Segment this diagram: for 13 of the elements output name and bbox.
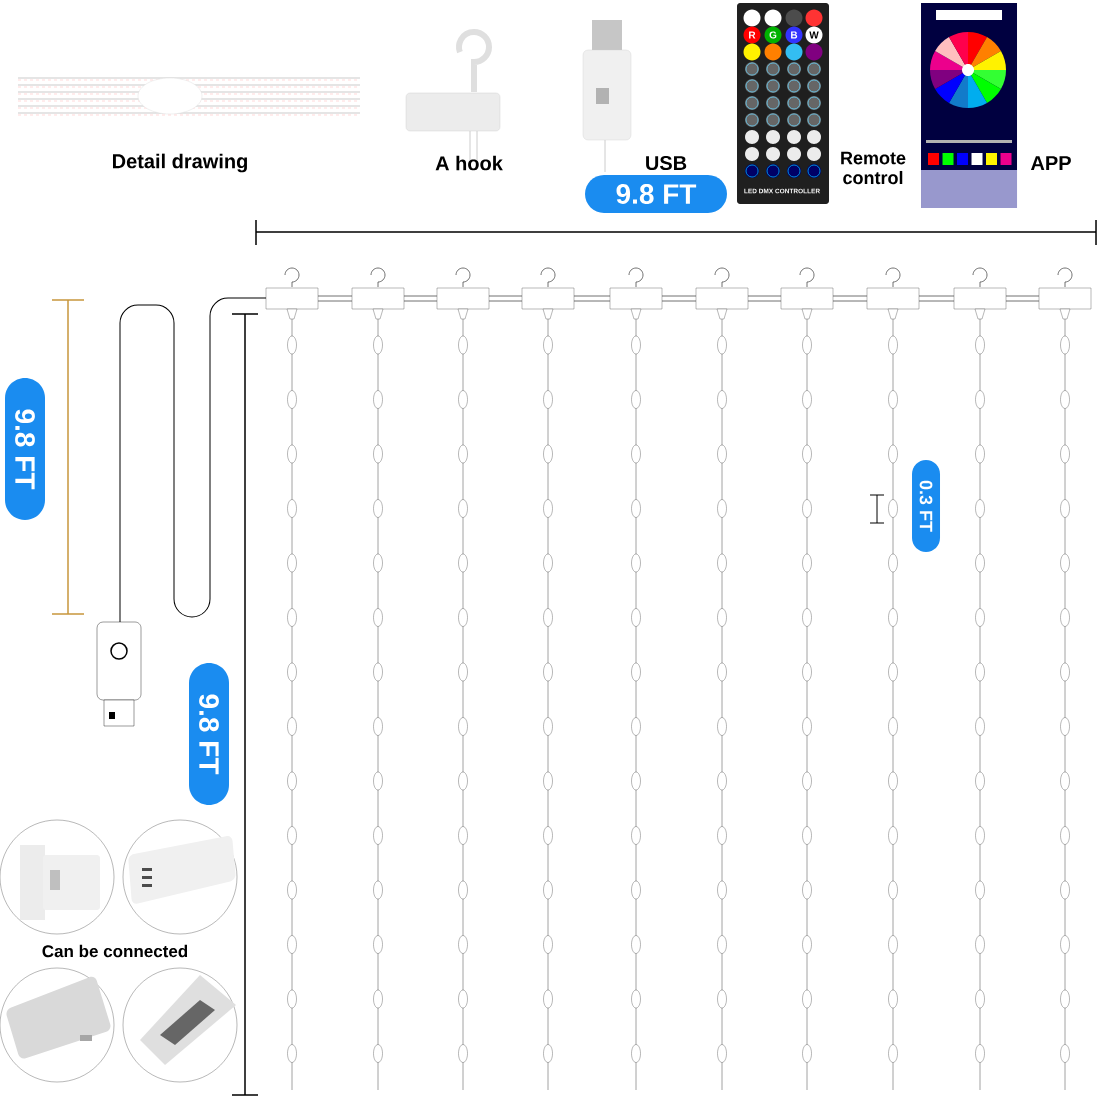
caption: APP	[1030, 156, 1071, 170]
dimension-badge: 9.8 FT	[189, 663, 229, 805]
dimension-badge: 9.8 FT	[585, 175, 727, 213]
caption: Detail drawing	[113, 153, 247, 173]
button-letter: R	[749, 31, 756, 39]
caption: Remote control	[841, 151, 906, 185]
dimension-badge: 9.8 FT	[5, 378, 45, 520]
button-letter: W	[809, 31, 819, 39]
caption: A hook	[435, 155, 503, 171]
button-letter: B	[791, 31, 798, 39]
button-letter: G	[769, 31, 777, 39]
caption: Can be connected	[42, 944, 188, 958]
dimension-badge: 0.3 FT	[912, 460, 940, 552]
